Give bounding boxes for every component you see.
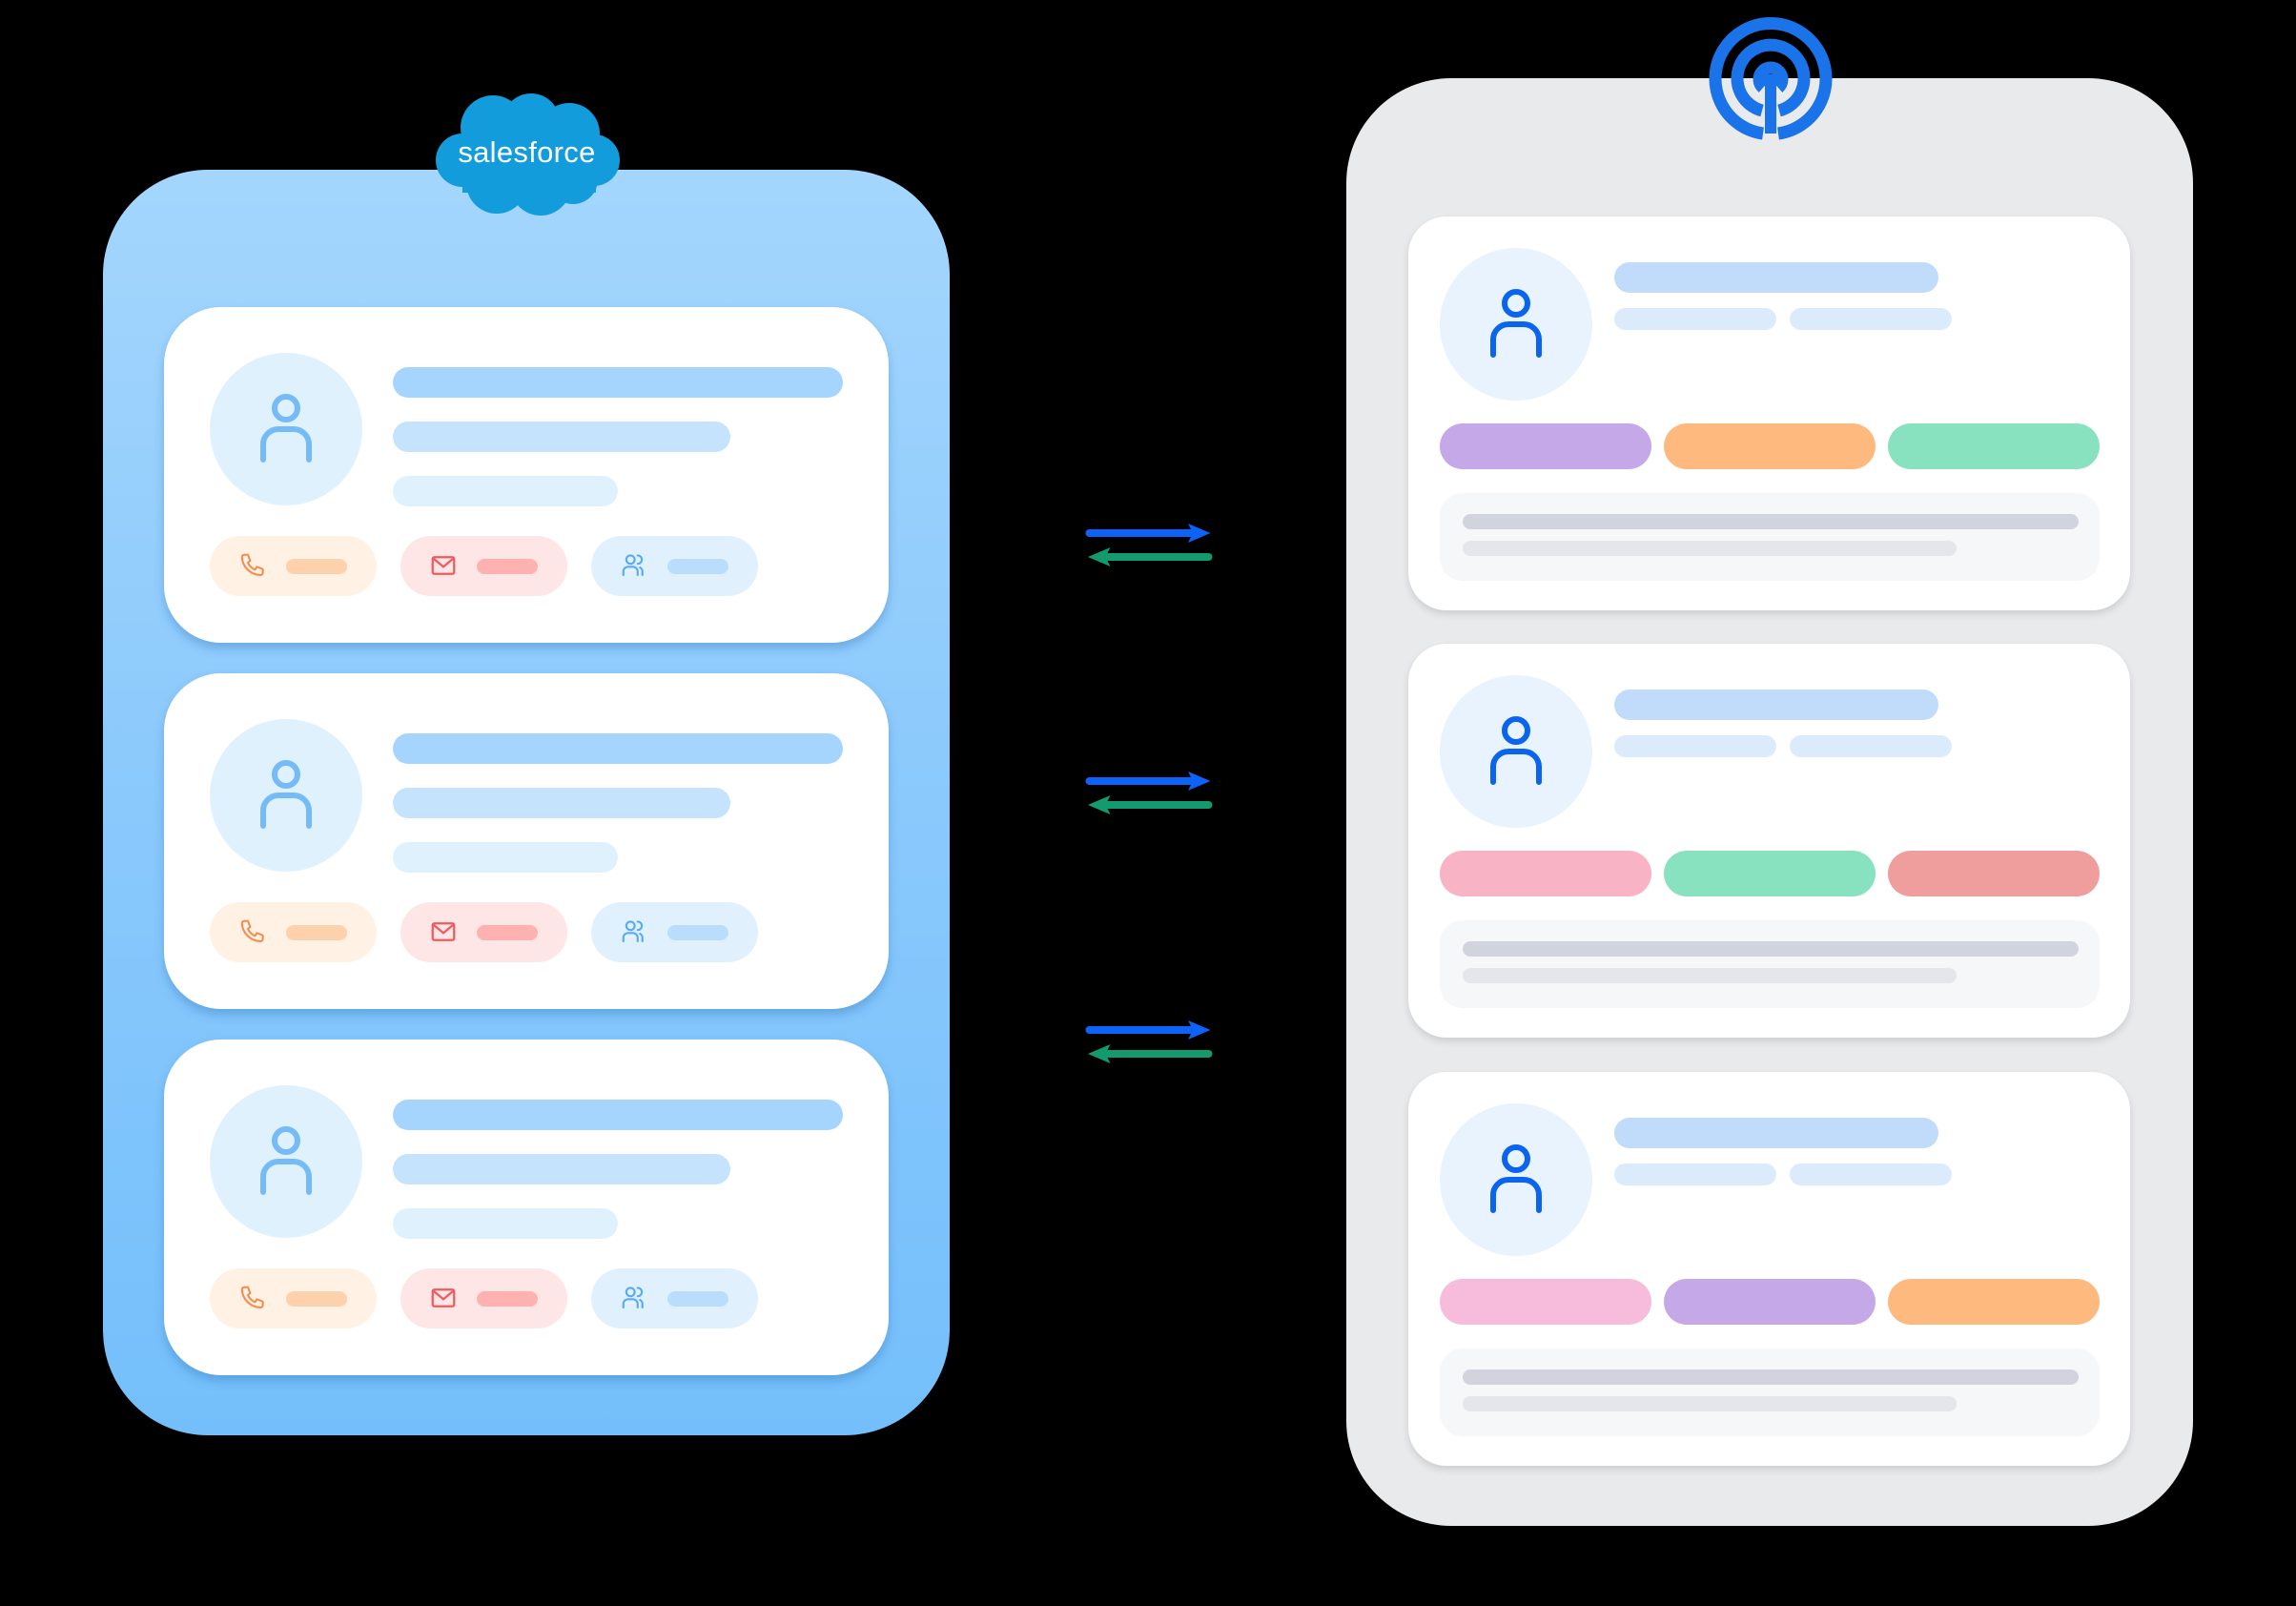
salesforce-logo-text: salesforce [458,135,596,169]
left-arrow-icon [1088,547,1213,566]
sync-arrows-row-1 [1085,524,1213,566]
user-icon [260,394,312,463]
contacts-placeholder [667,1291,728,1307]
phone-icon [240,553,264,576]
note-line [1463,541,1957,556]
email-placeholder [477,559,538,574]
tag[interactable] [1664,1279,1876,1325]
sync-arrows-row-3 [1085,1020,1213,1063]
title-placeholder [393,788,730,818]
meta-placeholder [1790,735,1952,757]
note-line [1463,514,2079,529]
detail-placeholder [393,476,618,506]
avatar [1440,675,1592,828]
contacts-chip[interactable] [591,1268,758,1328]
meta-placeholder [1790,308,1952,330]
mail-icon [431,922,456,941]
phone-chip[interactable] [210,902,377,962]
source-record-card[interactable] [164,307,889,643]
users-icon [622,1287,644,1309]
destination-logo [1709,15,1833,141]
tag[interactable] [1440,1279,1651,1325]
destination-record-card[interactable] [1408,644,2130,1038]
mail-icon [431,556,456,575]
salesforce-cloud-icon [436,93,620,216]
right-arrow-icon [1085,524,1211,543]
meta-placeholder [1614,308,1776,330]
user-icon [1490,716,1542,785]
tag[interactable] [1888,423,2100,469]
title-placeholder [393,422,730,452]
user-icon [1490,1144,1542,1213]
email-chip[interactable] [400,1268,567,1328]
mail-icon [431,1288,456,1307]
email-placeholder [477,925,538,940]
title-placeholder [393,1154,730,1184]
destination-record-card[interactable] [1408,216,2130,610]
note-line [1463,1369,2079,1385]
user-icon [260,760,312,829]
avatar [1440,248,1592,401]
right-arrow-icon [1085,772,1211,791]
note-line [1463,941,2079,957]
source-record-card[interactable] [164,673,889,1009]
phone-icon [240,919,264,942]
avatar [210,353,362,505]
email-placeholder [477,1291,538,1307]
meta-placeholder [1614,735,1776,757]
sync-arrows-row-2 [1085,772,1213,814]
avatar [210,719,362,872]
phone-chip[interactable] [210,536,377,596]
user-icon [260,1126,312,1195]
notes-box [1440,920,2100,1008]
meta-placeholder [1790,1163,1952,1185]
destination-record-card[interactable] [1408,1072,2130,1466]
phone-chip[interactable] [210,1268,377,1328]
email-chip[interactable] [400,536,567,596]
name-placeholder [1614,262,1938,293]
contacts-placeholder [667,559,728,574]
notes-box [1440,1349,2100,1436]
name-placeholder [393,733,843,764]
phone-icon [240,1286,264,1308]
tag[interactable] [1440,851,1651,896]
contacts-chip[interactable] [591,536,758,596]
avatar [210,1085,362,1238]
avatar [1440,1103,1592,1256]
note-line [1463,968,1957,983]
phone-placeholder [286,925,347,940]
tag[interactable] [1440,423,1651,469]
users-icon [622,554,644,577]
contacts-chip[interactable] [591,902,758,962]
notes-box [1440,493,2100,581]
concentric-signal-icon [1709,17,1833,140]
contacts-placeholder [667,925,728,940]
meta-placeholder [1614,1163,1776,1185]
user-icon [1490,289,1542,358]
right-arrow-icon [1085,1020,1211,1040]
phone-placeholder [286,559,347,574]
users-icon [622,920,644,943]
note-line [1463,1396,1957,1411]
source-record-card[interactable] [164,1040,889,1375]
email-chip[interactable] [400,902,567,962]
left-arrow-icon [1088,795,1213,814]
salesforce-logo: salesforce [434,88,620,219]
tag[interactable] [1888,1279,2100,1325]
tag[interactable] [1664,423,1876,469]
name-placeholder [1614,1118,1938,1148]
detail-placeholder [393,842,618,873]
name-placeholder [393,1100,843,1130]
tag[interactable] [1888,851,2100,896]
detail-placeholder [393,1208,618,1239]
name-placeholder [1614,690,1938,720]
tag[interactable] [1664,851,1876,896]
left-arrow-icon [1088,1044,1213,1063]
name-placeholder [393,367,843,398]
phone-placeholder [286,1291,347,1307]
